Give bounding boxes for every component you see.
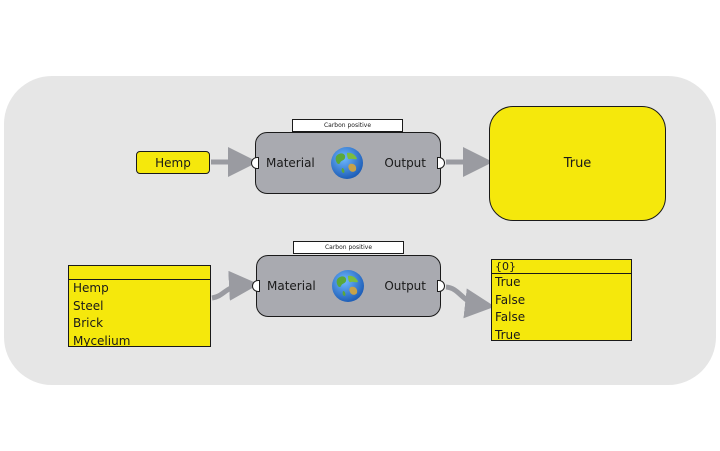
result-panel-true[interactable]: True xyxy=(489,106,666,221)
carbon-positive-component[interactable]: Material Output xyxy=(251,132,445,194)
results-list-panel[interactable]: {0} True False False True xyxy=(491,259,632,341)
hemp-input-text: Hemp xyxy=(155,155,191,170)
materials-list-body: Hemp Steel Brick Mycelium xyxy=(69,280,210,347)
output-label: Output xyxy=(384,279,426,293)
list-item: Mycelium xyxy=(73,333,131,348)
material-input-label: Material xyxy=(266,156,315,170)
materials-list-header xyxy=(69,266,210,280)
results-list-header: {0} xyxy=(492,260,631,274)
wire-row2-input xyxy=(211,270,259,301)
list-item: False xyxy=(495,292,526,307)
output-port[interactable] xyxy=(437,157,445,169)
globe-icon xyxy=(332,270,364,302)
list-item: Brick xyxy=(73,316,104,330)
output-port[interactable] xyxy=(437,280,445,292)
list-item: False xyxy=(495,310,526,324)
list-item: True xyxy=(495,275,521,289)
material-input-port[interactable] xyxy=(251,157,259,169)
material-input-label: Material xyxy=(267,279,316,293)
material-input-port[interactable] xyxy=(252,280,260,292)
globe-icon xyxy=(331,147,363,179)
list-item: Hemp xyxy=(73,281,109,295)
hemp-input-panel[interactable]: Hemp xyxy=(136,151,210,174)
carbon-positive-component[interactable]: Material Output xyxy=(252,255,445,317)
result-panel-text: True xyxy=(563,156,592,171)
carbon-positive-tag: Carbon positive xyxy=(293,241,404,254)
list-item: True xyxy=(495,327,521,341)
list-item: Steel xyxy=(73,298,104,313)
wire-row2-output xyxy=(445,284,495,319)
carbon-positive-tag: Carbon positive xyxy=(292,119,403,132)
materials-list-panel[interactable]: Hemp Steel Brick Mycelium xyxy=(68,265,211,347)
results-list-body: True False False True xyxy=(492,274,631,340)
output-label: Output xyxy=(384,156,426,170)
